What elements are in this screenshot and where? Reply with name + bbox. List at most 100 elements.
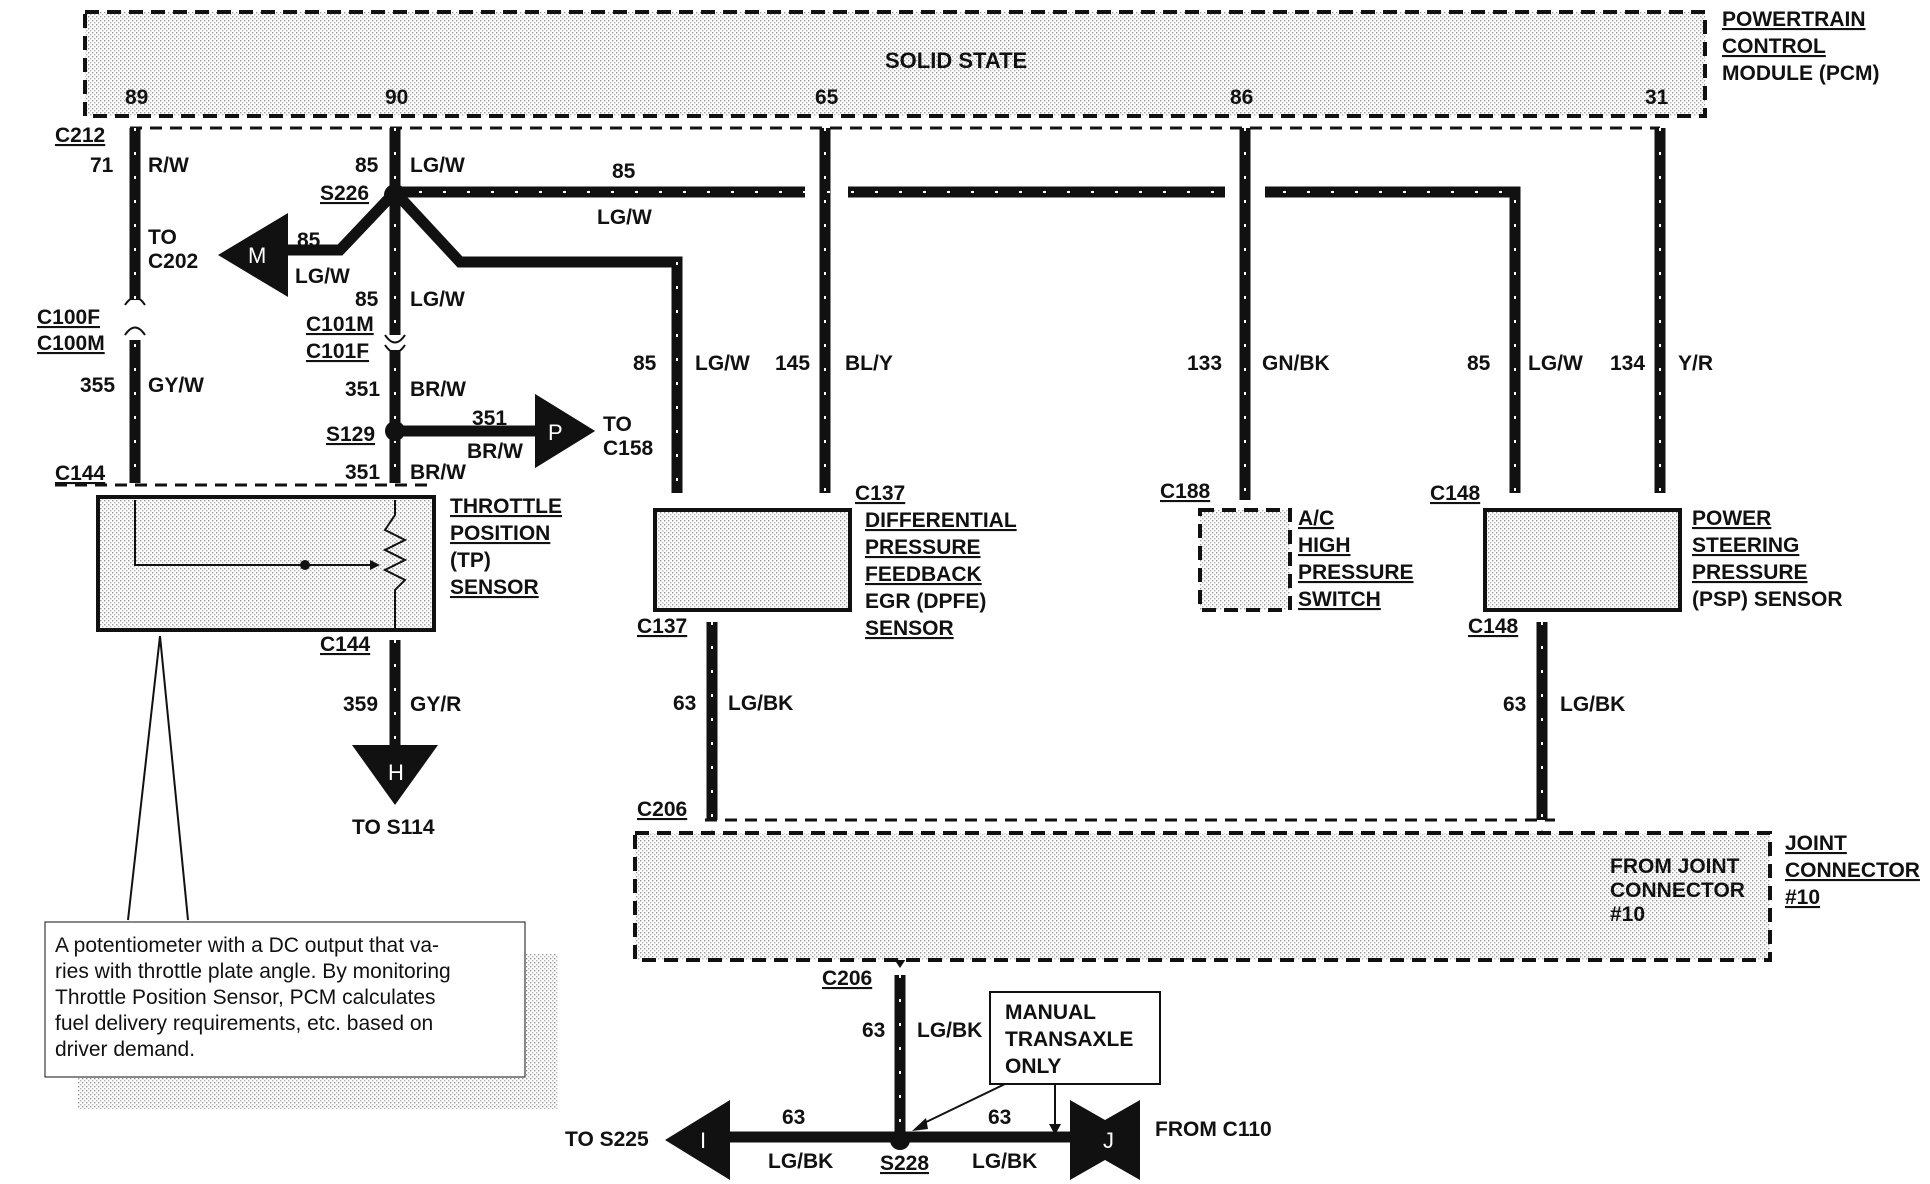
ac-label-3: PRESSURE (1298, 561, 1414, 584)
conn-c101f: C101F (306, 340, 369, 363)
wire-63-b: 63 (1503, 693, 1526, 716)
wire-bly: BL/Y (845, 352, 893, 375)
dpfe-label-3: FEEDBACK (865, 563, 982, 586)
connector-c100 (124, 296, 146, 336)
wire-yr: Y/R (1678, 352, 1713, 375)
joint-from-2: CONNECTOR (1610, 879, 1745, 902)
psp-sensor: POWER STEERING PRESSURE (PSP) SENSOR (1483, 507, 1843, 612)
psp-label-2: STEERING (1692, 534, 1799, 557)
wire-359: 359 (343, 693, 378, 716)
joint-label-1: JOINT (1785, 832, 1847, 855)
wire-85-to-m (288, 188, 399, 256)
manual-line-2: TRANSAXLE (1005, 1028, 1133, 1051)
wire-71: 71 (90, 154, 114, 177)
conn-c206-bot: C206 (822, 967, 872, 990)
note-line-2: ries with throttle plate angle. By monit… (55, 960, 451, 983)
pin-31: 31 (1645, 86, 1669, 109)
pcm-name-1: POWERTRAIN (1722, 8, 1866, 31)
manual-line-3: ONLY (1005, 1055, 1061, 1078)
conn-c137-top: C137 (855, 482, 905, 505)
conn-c206-top: C206 (637, 798, 687, 821)
tp-sensor: THROTTLE POSITION (TP) SENSOR (55, 483, 562, 632)
joint-from-1: FROM JOINT (1610, 855, 1740, 878)
wire-labels: 71 R/W 355 GY/W 85 LG/W 85 LG/W 85 LG/W … (80, 154, 1713, 1173)
wire-brw-p: BR/W (467, 440, 523, 463)
conn-s228: S228 (880, 1152, 929, 1175)
wire-lgw-b: LG/W (410, 288, 465, 311)
wire-lgw-e: LG/W (1528, 352, 1583, 375)
note-line-3: Throttle Position Sensor, PCM calculates (55, 986, 436, 1009)
ref-j-letter: J (1103, 1128, 1114, 1153)
splice-s228 (890, 1130, 910, 1150)
manual-line-1: MANUAL (1005, 1001, 1096, 1024)
conn-c144-bot: C144 (320, 633, 371, 656)
note-line-4: fuel delivery requirements, etc. based o… (55, 1012, 433, 1035)
conn-c202-to: TO (148, 226, 177, 249)
ac-switch: A/C HIGH PRESSURE SWITCH (1198, 507, 1414, 612)
dpfe-label-5: SENSOR (865, 617, 954, 640)
wire-351-p: 351 (472, 407, 507, 430)
ref-h-letter: H (388, 760, 404, 785)
pcm-name-3: MODULE (PCM) (1722, 62, 1879, 85)
ref-j-from: FROM C110 (1155, 1118, 1272, 1141)
wire-63-j: 63 (988, 1106, 1011, 1129)
wire-brw-a: BR/W (410, 378, 466, 401)
ref-h: H TO S114 (352, 745, 438, 839)
connector-labels: C212 TO C202 C100F C100M C144 C144 S226 … (37, 124, 1519, 1175)
wire-lgbk-c: LG/BK (917, 1019, 982, 1042)
wire-lgw-a: LG/W (410, 154, 465, 177)
wire-lgbk-b: LG/BK (1560, 693, 1625, 716)
wire-85-e: 85 (1467, 352, 1491, 375)
dpfe-label-1: DIFFERENTIAL (865, 509, 1017, 532)
joint-label-2: CONNECTOR (1785, 859, 1920, 882)
wire-lgw-m: LG/W (295, 265, 350, 288)
wire-gyw: GY/W (148, 374, 204, 397)
pcm-state-label: SOLID STATE (885, 48, 1027, 73)
ref-p-to-1: TO (603, 413, 632, 436)
joint-label-3: #10 (1785, 886, 1820, 909)
joint-connector: FROM JOINT CONNECTOR #10 JOINT CONNECTOR… (633, 818, 1920, 962)
psp-label-1: POWER (1692, 507, 1771, 530)
tp-label-1: THROTTLE (450, 495, 562, 518)
tp-note: A potentiometer with a DC output that va… (44, 635, 558, 1109)
conn-c188: C188 (1160, 480, 1211, 503)
psp-label-3: PRESSURE (1692, 561, 1808, 584)
ref-i-to: TO S225 (565, 1128, 649, 1151)
conn-c137-bot: C137 (637, 615, 687, 638)
pcm-module: SOLID STATE POWERTRAIN CONTROL MODULE (P… (83, 8, 1879, 118)
conn-c101m: C101M (306, 313, 374, 336)
tp-label-2: POSITION (450, 522, 550, 545)
wire-stripes (134, 128, 1661, 1137)
wire-63-i: 63 (782, 1106, 805, 1129)
ref-j: J FROM C110 (1070, 1100, 1272, 1180)
dpfe-sensor: DIFFERENTIAL PRESSURE FEEDBACK EGR (DPFE… (653, 508, 1017, 640)
ref-h-to: TO S114 (352, 816, 435, 839)
ref-m: M (218, 213, 288, 297)
wire-85-top: 85 (612, 160, 636, 183)
wire-145: 145 (775, 352, 810, 375)
wire-355: 355 (80, 374, 115, 397)
conn-c202: C202 (148, 250, 198, 273)
wire-85-a: 85 (355, 154, 379, 177)
pcm-name-2: CONTROL (1722, 35, 1826, 58)
conn-s129: S129 (326, 423, 375, 446)
conn-c100f: C100F (37, 306, 100, 329)
ref-p-to-2: C158 (603, 437, 654, 460)
wire-lgw-d: LG/W (695, 352, 750, 375)
ref-p-letter: P (548, 420, 563, 445)
wire-85-m: 85 (297, 229, 321, 252)
pin-65: 65 (815, 86, 839, 109)
pin-90: 90 (385, 86, 408, 109)
wire-gnbk: GN/BK (1262, 352, 1330, 375)
ac-label-2: HIGH (1298, 534, 1351, 557)
ref-m-letter: M (248, 243, 266, 268)
ref-i-letter: I (700, 1128, 706, 1153)
conn-c144-top: C144 (55, 462, 106, 485)
connector-c101 (384, 334, 406, 354)
wire-63-a: 63 (673, 692, 696, 715)
pin-86: 86 (1230, 86, 1253, 109)
ac-label-1: A/C (1298, 507, 1334, 530)
note-line-1: A potentiometer with a DC output that va… (55, 934, 439, 957)
dpfe-label-2: PRESSURE (865, 536, 981, 559)
